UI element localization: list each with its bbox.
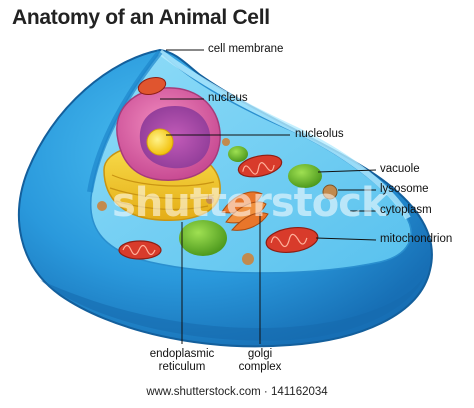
- vacuole: [288, 164, 322, 188]
- golgi-complex: [221, 191, 269, 231]
- vesicle: [97, 201, 107, 211]
- label-lysosome: lysosome: [380, 183, 429, 195]
- mitochondrion-1: [237, 154, 283, 178]
- label-golgi-line2: complex: [238, 361, 282, 373]
- mitochondrion-3: [265, 226, 319, 254]
- label-nucleus: nucleus: [208, 92, 248, 104]
- mitochondrion-2: [118, 240, 162, 260]
- footer-site: www.shutterstock.com: [146, 386, 261, 398]
- vesicle: [242, 253, 254, 265]
- footer-image-number: 141162034: [270, 386, 328, 398]
- watermark: shutterstock: [112, 180, 388, 226]
- footer-separator: ·: [263, 386, 268, 398]
- vesicle: [206, 196, 214, 204]
- label-vacuole: vacuole: [380, 163, 420, 175]
- mitochondrion-4: [137, 76, 167, 96]
- vacuole-large: [179, 220, 227, 256]
- footer: www.shutterstock.com · 141162034: [0, 386, 474, 398]
- nucleolus: [146, 128, 174, 156]
- label-endoplasmic-reticulum: endoplasmic reticulum: [142, 348, 222, 374]
- page-title: Anatomy of an Animal Cell: [12, 6, 270, 29]
- vacuole-small: [228, 146, 248, 162]
- label-cytoplasm: cytoplasm: [380, 204, 432, 216]
- label-nucleolus: nucleolus: [295, 128, 344, 140]
- leader-lines: [160, 49, 377, 344]
- label-golgi-complex: golgi complex: [230, 348, 290, 374]
- lysosome: [322, 184, 338, 200]
- vesicle: [222, 138, 230, 146]
- label-mitochondrion: mitochondrion: [380, 233, 453, 245]
- label-endoplasmic-line1: endoplasmic: [149, 348, 215, 360]
- label-cell-membrane: cell membrane: [208, 43, 284, 55]
- label-golgi-line1: golgi: [247, 348, 273, 360]
- label-endoplasmic-line2: reticulum: [158, 361, 206, 373]
